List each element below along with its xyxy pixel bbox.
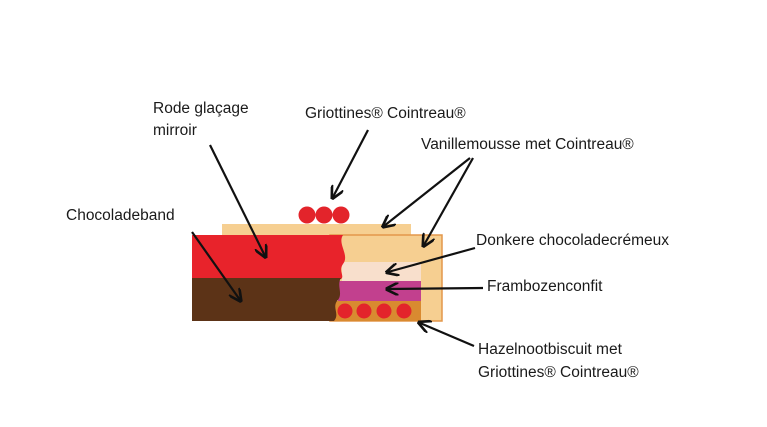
label-cremeux: Donkere chocoladecrémeux — [476, 232, 669, 249]
label-vanille: Vanillemousse met Cointreau® — [421, 136, 634, 153]
arrow-biscuit — [420, 323, 475, 348]
label-biscuit-line2: Griottines® Cointreau® — [478, 364, 639, 381]
arrow-framboos — [388, 288, 484, 289]
label-glacage-line1: Rode glaçage — [153, 100, 249, 117]
label-framboos: Frambozenconfit — [487, 278, 603, 295]
arrow-vanille-left — [384, 157, 471, 226]
labels: Rode glaçage mirroir Griottines® Cointre… — [66, 100, 669, 381]
arrow-vanille-right — [424, 157, 474, 245]
cake-cross-section — [192, 206, 443, 322]
arrow-griottines — [333, 129, 369, 197]
label-biscuit-line1: Hazelnootbiscuit met — [478, 341, 623, 358]
arrow-chocoladeband — [191, 231, 240, 300]
top-cream-layer — [222, 224, 411, 236]
biscuit-cherry — [396, 303, 412, 319]
arrows — [191, 129, 484, 348]
label-chocoladeband: Chocoladeband — [66, 207, 175, 224]
biscuit-cherry — [356, 303, 372, 319]
top-cherry — [332, 206, 350, 224]
red-glaze-layer — [192, 235, 346, 279]
biscuit-cherry — [337, 303, 353, 319]
cremeux-layer — [342, 262, 421, 281]
arrow-cremeux — [388, 246, 476, 272]
label-griottines: Griottines® Cointreau® — [305, 105, 466, 122]
label-glacage-line2: mirroir — [153, 122, 197, 139]
top-cherry — [298, 206, 316, 224]
chocolate-band-layer — [192, 278, 341, 321]
raspberry-confit-layer — [338, 281, 421, 301]
arrow-glacage — [209, 144, 265, 256]
biscuit-cherry — [376, 303, 392, 319]
top-cherry — [315, 206, 333, 224]
